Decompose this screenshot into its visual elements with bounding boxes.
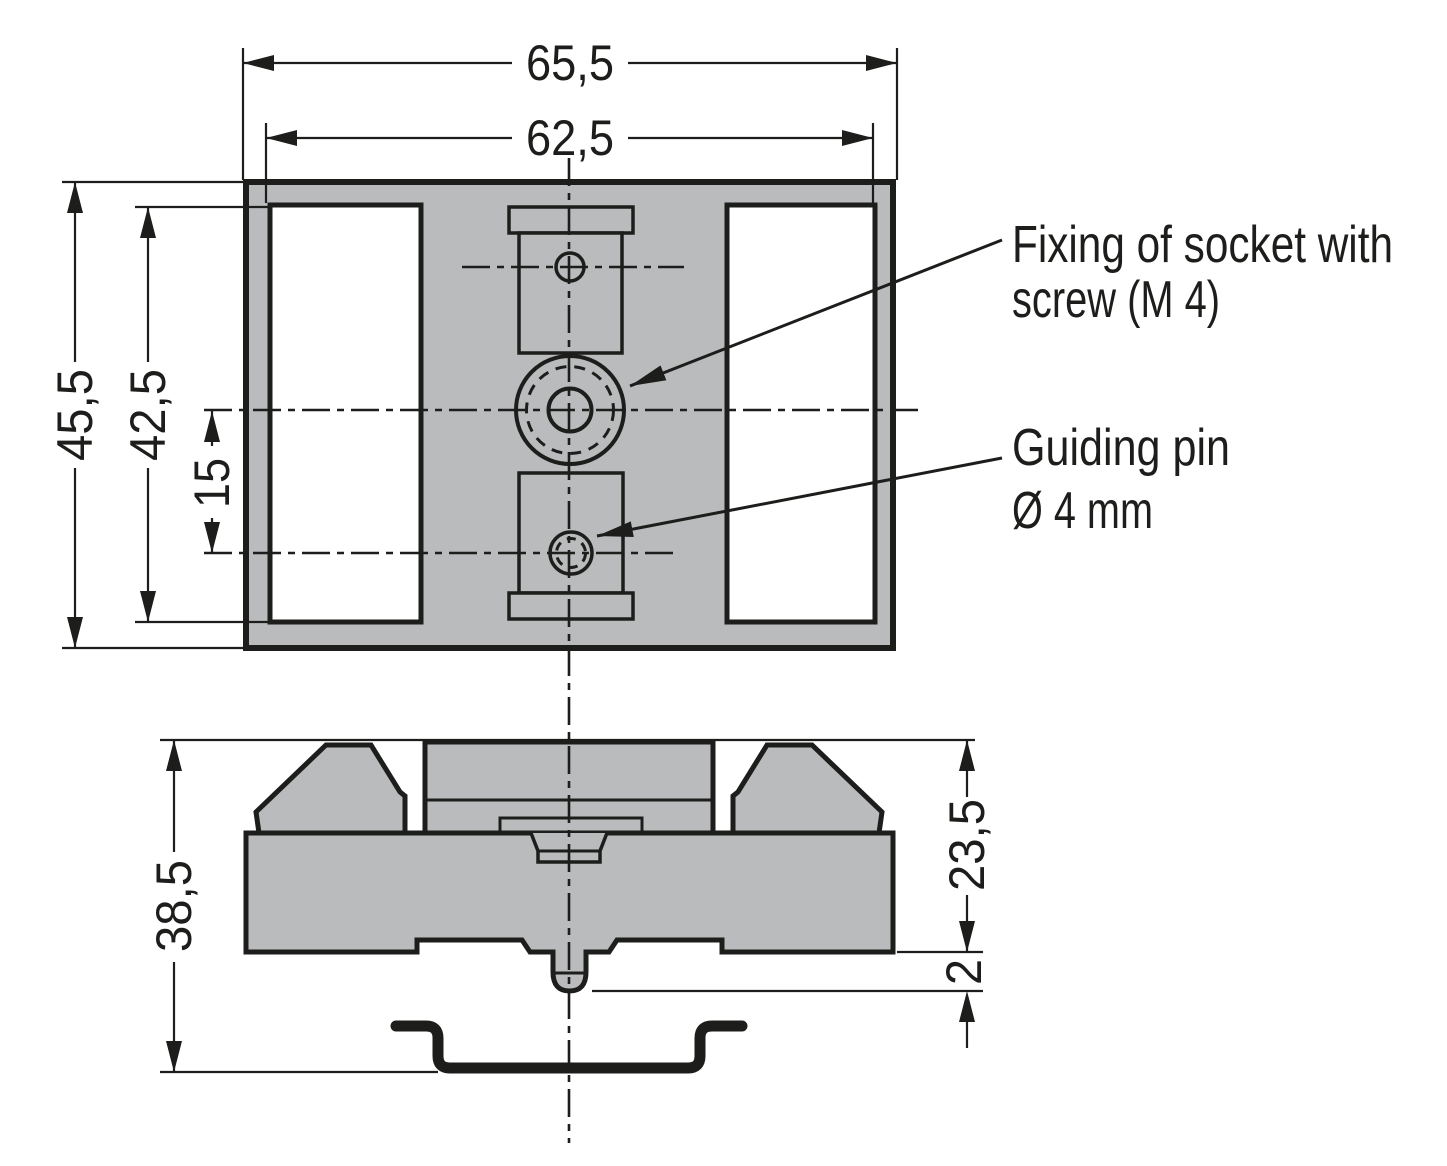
dim-label-side-overall-height: 38,5 [146,860,202,952]
dim-arrow-top [166,740,182,771]
leader-arrow-guiding [596,456,1003,538]
dim-arrow-bottom [166,1041,182,1072]
dim-arrow-top [67,182,83,213]
dim-arrow-top [204,411,220,442]
left-cutout [267,202,424,625]
dim-label-inner-height: 42,5 [120,369,176,461]
dimension-15: 15 [184,410,240,553]
dim-arrow-bottom [959,921,975,952]
annotation-guiding: Guiding pin Ø 4 mm [596,419,1230,540]
dim-arrow-bottom [67,617,83,648]
dim-arrow-right [842,130,873,146]
dim-arrow-right [866,55,897,71]
annotation-fixing-line2: screw (M 4) [1012,271,1220,329]
left-latch-foot [253,742,408,836]
dim-arrow-left [243,55,274,71]
dimension-42-5: 42,5 [120,207,176,622]
annotation-guiding-line1: Guiding pin [1012,419,1230,477]
dimension-38-5: 38,5 [146,740,202,1072]
dimension-45-5: 45,5 [47,182,103,648]
dim-arrow-top [959,740,975,771]
annotation-fixing-line1: Fixing of socket with [1012,216,1393,274]
leader-arrow-fixing [629,238,1003,388]
right-cutout [724,202,878,625]
dim-label-overall-width: 65,5 [526,35,614,91]
right-latch-foot [730,742,885,836]
dimension-62-5: 62,5 [266,110,873,166]
upper-boss-column [517,231,624,355]
dim-label-overall-height: 45,5 [47,369,103,461]
annotation-fixing: Fixing of socket with screw (M 4) [629,216,1393,388]
dimension-2: 2 [936,959,992,1048]
dim-label-side-upper-height: 23,5 [939,799,995,891]
dim-arrow-up [959,991,975,1022]
dim-label-pin-clearance: 2 [936,959,992,985]
dim-arrow-top [140,207,156,238]
dim-arrow-bottom [140,591,156,622]
dim-label-center-spacing: 15 [184,458,240,508]
extension-lines [62,48,983,1074]
annotation-guiding-line2: Ø 4 mm [1012,482,1153,540]
centerlines [204,158,921,1143]
lower-boss-flange [507,591,635,621]
dim-arrow-left [266,130,297,146]
dimension-23-5: 23,5 [939,740,995,952]
dim-arrow-bottom [204,522,220,553]
dim-label-inner-width: 62,5 [526,110,614,166]
dimension-65-5: 65,5 [243,35,897,91]
center-tab-outline [498,816,644,833]
upper-boss-flange [507,205,635,235]
